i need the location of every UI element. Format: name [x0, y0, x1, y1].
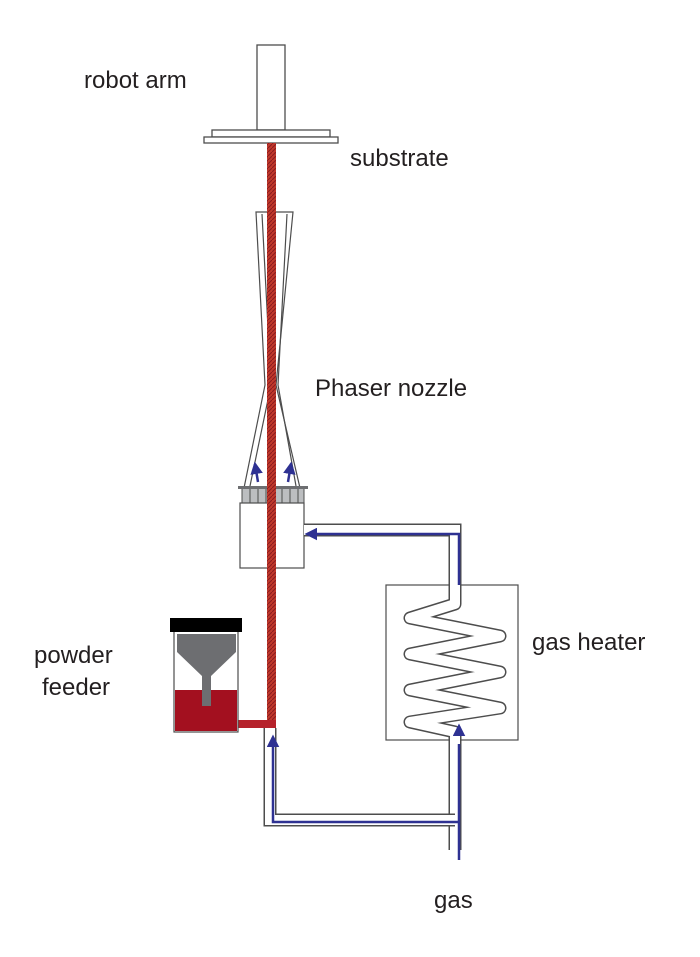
label-feeder: feeder: [42, 674, 110, 701]
label-phaser-nozzle: Phaser nozzle: [315, 375, 467, 402]
label-powder: powder: [34, 642, 113, 669]
label-robot-arm: robot arm: [84, 67, 187, 94]
powder-feed-line: [236, 720, 276, 728]
robot-arm: [203, 44, 339, 144]
heater-coil: [403, 578, 507, 749]
gas-piping: [263, 523, 462, 850]
powder-feeder: [170, 618, 242, 733]
label-gas-heater: gas heater: [532, 629, 645, 656]
label-substrate: substrate: [350, 145, 449, 172]
powder-stream: [267, 143, 276, 728]
label-gas: gas: [434, 887, 473, 914]
gas-flow-arrows: [250, 461, 466, 860]
